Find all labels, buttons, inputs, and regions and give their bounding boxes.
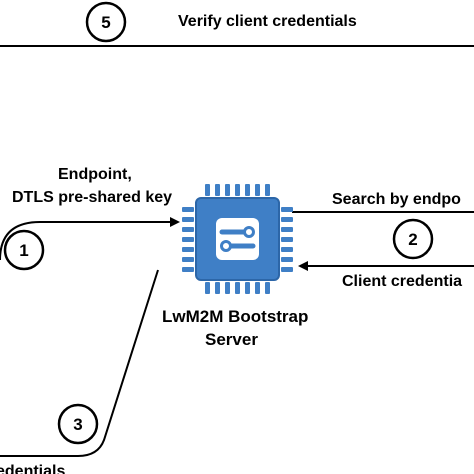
server-title-line2: Server xyxy=(205,330,258,349)
server-title-line1: LwM2M Bootstrap xyxy=(162,307,309,326)
label-bottom-credentials: edentials xyxy=(0,463,66,474)
step-2-number: 2 xyxy=(408,230,417,249)
step-5-number: 5 xyxy=(101,13,110,32)
label-client-credentials: Client credentia xyxy=(342,273,463,290)
step3-arrow xyxy=(0,269,159,457)
step-2-marker: 2 xyxy=(392,218,434,260)
step-3-number: 3 xyxy=(73,415,82,434)
label-verify-credentials: Verify client credentials xyxy=(178,13,357,30)
step-3-marker: 3 xyxy=(57,403,99,445)
chip-icon xyxy=(182,184,293,294)
step1-arrow xyxy=(0,217,180,261)
step-1-marker: 1 xyxy=(3,229,45,271)
step-5-marker: 5 xyxy=(85,1,127,43)
label-endpoint: Endpoint, xyxy=(58,166,132,183)
step-1-number: 1 xyxy=(19,241,28,260)
label-dtls-psk: DTLS pre-shared key xyxy=(12,189,173,206)
label-search-by-endpoint: Search by endpo xyxy=(332,191,461,208)
